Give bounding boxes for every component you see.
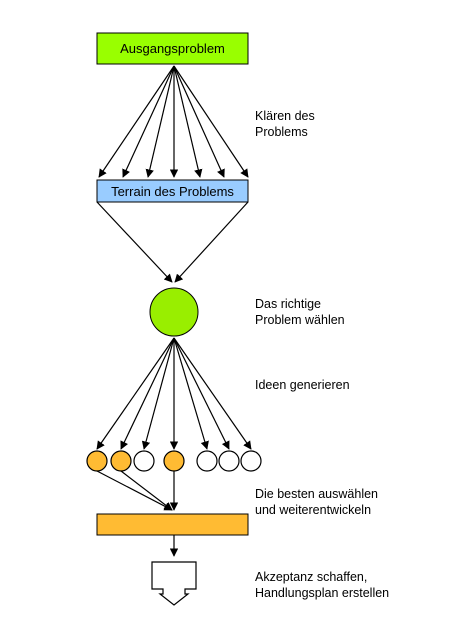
- terrain-box-label: Terrain des Problems: [111, 184, 234, 199]
- terrain-box: [96, 179, 249, 203]
- idea-circle-selected: [110, 450, 132, 472]
- step-label-develop-line-2: und weiterentwickeln: [255, 503, 371, 517]
- idea-circle: [218, 450, 240, 472]
- select-line-2: [120, 470, 173, 511]
- start-box: [96, 32, 249, 65]
- clarify-arrow-1: [98, 65, 175, 178]
- step-label-develop: Die besten auswählen und weiterentwickel…: [255, 487, 381, 517]
- step-label-clarify-line-1: Klären des: [255, 109, 315, 123]
- step-label-accept: Akzeptanz schaffen, Handlungsplan erstel…: [255, 570, 389, 600]
- clarify-arrows: [98, 65, 249, 178]
- step-label-choose-line-1: Das richtige: [255, 297, 321, 311]
- idea-arrow-7: [173, 337, 252, 450]
- idea-circles: [86, 450, 262, 472]
- step-label-clarify-line-2: Problems: [255, 125, 308, 139]
- idea-circle: [196, 450, 218, 472]
- step-label-accept-line-1: Akzeptanz schaffen,: [255, 570, 367, 584]
- clarify-arrow-5: [173, 65, 203, 178]
- clarify-arrow-7: [173, 65, 249, 178]
- idea-circle-selected: [163, 450, 185, 472]
- step-label-choose-line-2: Problem wählen: [255, 313, 345, 327]
- idea-circle-selected: [86, 450, 108, 472]
- step-label-develop-line-1: Die besten auswählen: [255, 487, 378, 501]
- converge-line-right: [174, 201, 249, 283]
- right-problem-circle: [149, 287, 199, 337]
- select-line-1: [96, 470, 173, 511]
- develop-bar: [96, 513, 249, 536]
- idea-arrow-3: [141, 337, 175, 450]
- idea-circle: [133, 450, 155, 472]
- step-label-clarify: Klären des Problems: [255, 109, 318, 139]
- idea-arrow-6: [173, 337, 230, 450]
- clarify-arrow-3: [145, 65, 175, 178]
- start-box-label: Ausgangsproblem: [120, 41, 225, 56]
- step-label-choose: Das richtige Problem wählen: [255, 297, 345, 327]
- clarify-arrow-6: [173, 65, 225, 178]
- clarify-arrow-2: [122, 65, 175, 178]
- idea-circle: [240, 450, 262, 472]
- idea-arrow-2: [120, 337, 175, 450]
- converge-line-left: [96, 201, 173, 283]
- idea-arrow-5: [173, 337, 209, 450]
- step-label-accept-line-2: Handlungsplan erstellen: [255, 586, 389, 600]
- idea-arrow-1: [96, 337, 175, 450]
- step-label-ideas: Ideen generieren: [255, 378, 350, 392]
- action-arrow-shape: [151, 561, 197, 606]
- step-label-ideas-line-1: Ideen generieren: [255, 378, 350, 392]
- idea-arrows: [96, 337, 252, 450]
